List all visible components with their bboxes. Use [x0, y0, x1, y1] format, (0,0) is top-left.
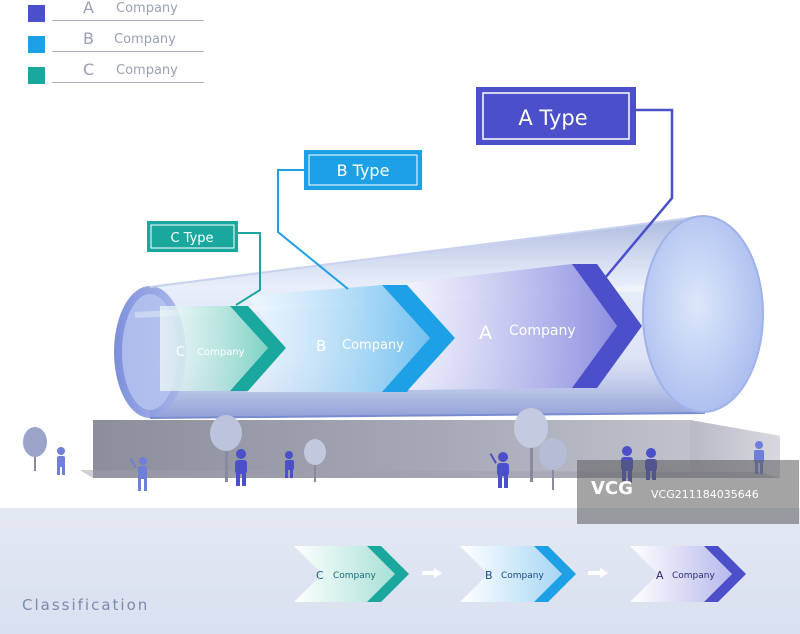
callout-a-label: A Type: [518, 106, 587, 130]
watermark-id: VCG211184035646: [651, 488, 759, 501]
pipe-arrow-a: A Company: [408, 264, 642, 390]
person-icon: [489, 452, 509, 488]
watermark-logo: VCG: [591, 478, 633, 499]
pipe-arrow-c-word: Company: [197, 347, 245, 358]
legend-letter: B: [83, 29, 94, 48]
callout-b: B Type: [304, 150, 422, 190]
pipe-arrow-b-word: Company: [342, 338, 404, 353]
tree-icon: [304, 439, 326, 482]
classification-arrow-c-word: Company: [333, 571, 376, 581]
legend-swatch-c: [28, 67, 45, 84]
classification-arrow-a-letter: A: [656, 569, 664, 582]
callout-a: A Type: [476, 87, 636, 145]
legend-underline: [52, 20, 204, 21]
classification-arrow-b-letter: B: [485, 569, 493, 582]
connector-a: [604, 108, 674, 279]
tree-icon: [23, 427, 47, 471]
pipe-arrow-a-letter: A: [479, 322, 492, 344]
classification-arrow-a: A Company: [630, 546, 746, 602]
legend-item-b: B Company: [28, 29, 208, 57]
connector-b: [277, 169, 349, 290]
classification-arrow-c-letter: C: [316, 569, 324, 582]
legend-word: Company: [114, 32, 176, 47]
person-icon: [129, 457, 147, 491]
callout-c-label: C Type: [170, 231, 213, 246]
classification-arrow-b: B Company: [460, 546, 576, 602]
person-icon: [235, 449, 247, 486]
pipe-arrow-a-word: Company: [509, 323, 576, 339]
pipe-arrow-c-letter: C: [176, 345, 185, 360]
callout-b-label: B Type: [337, 161, 390, 180]
person-icon: [285, 451, 294, 478]
flow-arrow-icon: [422, 568, 442, 578]
classification-arrow-c: C Company: [294, 546, 409, 602]
pipe-arrow-b: B Company: [247, 285, 455, 392]
legend-word: Company: [116, 63, 178, 78]
legend-item-a: A Company: [28, 0, 208, 26]
pipe-arrow-c: C Company: [160, 306, 286, 391]
classification-title: Classification: [22, 596, 150, 614]
legend-underline: [52, 82, 204, 83]
classification-arrow-b-word: Company: [501, 571, 544, 581]
legend-swatch-a: [28, 5, 45, 22]
pipe-end: [642, 215, 764, 413]
legend-letter: A: [83, 0, 94, 17]
legend-underline: [52, 51, 204, 52]
tree-icon: [210, 415, 242, 482]
legend-word: Company: [116, 1, 178, 16]
person-icon: [57, 447, 65, 475]
pipe-arrow-b-letter: B: [316, 337, 326, 355]
legend-item-c: C Company: [28, 60, 208, 88]
flow-arrow-icon: [588, 568, 608, 578]
classification-arrow-a-word: Company: [672, 571, 715, 581]
legend-letter: C: [83, 60, 95, 79]
callout-c: C Type: [147, 221, 238, 252]
watermark: VCG VCG211184035646: [577, 460, 799, 524]
tree-icon: [514, 408, 548, 482]
connector-c: [235, 232, 261, 306]
legend-swatch-b: [28, 36, 45, 53]
tree-icon: [539, 438, 567, 490]
